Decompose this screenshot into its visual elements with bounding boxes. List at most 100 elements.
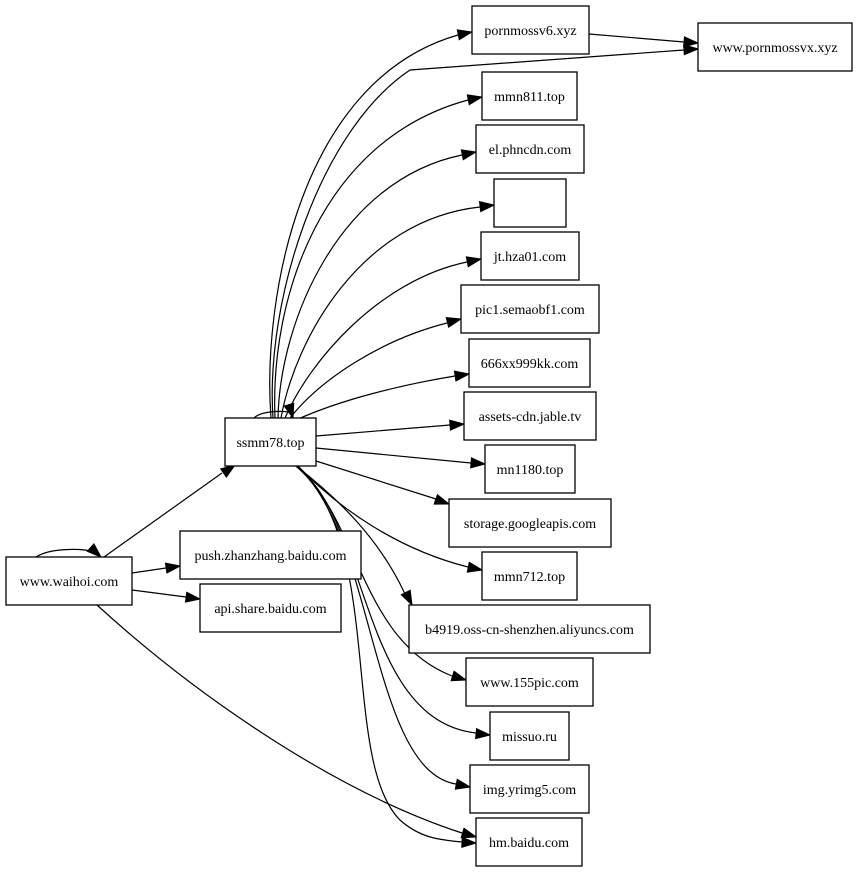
node-label: hm.baidu.com [489, 836, 569, 851]
node-box[interactable] [481, 551, 578, 601]
arrowhead-icon [465, 256, 483, 268]
node-box[interactable] [179, 530, 362, 580]
edge-waihoi-to-push [131, 562, 182, 574]
node-label: pornmossv6.xyz [484, 24, 576, 39]
edge-ssmm78-to-mmn712 [297, 465, 484, 573]
node-155pic[interactable]: www.155pic.com [465, 657, 594, 707]
edge-line [271, 49, 685, 419]
node-box[interactable] [475, 817, 583, 867]
node-box[interactable] [484, 444, 576, 494]
node-label: mmn811.top [494, 90, 565, 105]
node-box[interactable] [408, 604, 651, 654]
node-missuo[interactable]: missuo.ru [489, 711, 570, 761]
node-box[interactable] [481, 71, 578, 121]
edge-waihoi-to-waihoi [35, 543, 103, 558]
edge-line [289, 322, 448, 419]
node-label: www.155pic.com [480, 676, 579, 691]
edge-waihoi-to-hmbaidu [96, 604, 478, 839]
edge-line [274, 99, 469, 419]
edge-ssmm78-to-mmn811 [274, 94, 484, 419]
node-yrimg5[interactable]: img.yrimg5.com [469, 764, 590, 814]
node-box[interactable] [463, 391, 597, 441]
node-label: www.waihoi.com [20, 575, 119, 590]
arrowhead-icon [454, 778, 472, 790]
node-box[interactable] [493, 178, 567, 228]
node-label: mmn712.top [494, 570, 565, 585]
node-label: storage.googleapis.com [464, 517, 596, 532]
node-box[interactable] [475, 124, 585, 174]
node-666xx[interactable]: 666xx999kk.com [468, 338, 591, 388]
node-label: b4919.oss-cn-shenzhen.aliyuncs.com [425, 623, 634, 638]
node-box[interactable] [224, 417, 317, 467]
node-box[interactable] [448, 498, 612, 548]
nodes-layer: www.waihoi.com ssmm78.top push.zhanzhang.b… [5, 5, 853, 867]
node-label: missuo.ru [502, 730, 557, 745]
arrowhead-icon [456, 29, 474, 41]
arrowhead-icon [475, 727, 492, 740]
node-hza01[interactable]: jt.hza01.com [480, 231, 580, 281]
edge-line [295, 465, 406, 595]
node-label: api.share.baidu.com [214, 602, 326, 617]
edge-line [315, 460, 437, 500]
arrowhead-icon [683, 36, 700, 48]
node-waihoi[interactable]: www.waihoi.com [5, 556, 133, 606]
arrowhead-icon [219, 464, 237, 478]
arrowhead-icon [460, 149, 478, 161]
edge-line [131, 589, 187, 598]
node-hmbaidu[interactable]: hm.baidu.com [475, 817, 583, 867]
node-box[interactable] [697, 22, 853, 72]
edge-line [269, 34, 459, 419]
node-box[interactable] [460, 284, 600, 334]
node-apishare[interactable]: api.share.baidu.com [199, 583, 342, 633]
node-push[interactable]: push.zhanzhang.baidu.com [179, 530, 362, 580]
edge-ssmm78-to-blank [280, 201, 496, 419]
node-googleapis[interactable]: storage.googleapis.com [448, 498, 612, 548]
node-box[interactable] [471, 5, 590, 55]
arrowhead-icon [184, 591, 202, 603]
edge-waihoi-to-ssmm78 [103, 464, 237, 558]
edge-ssmm78-to-hza01 [284, 256, 483, 419]
node-box[interactable] [5, 556, 133, 606]
arrowhead-icon [445, 316, 463, 329]
edges-layer [35, 29, 700, 848]
node-label: ssmm78.top [236, 436, 304, 451]
node-mn1180[interactable]: mn1180.top [484, 444, 576, 494]
node-box[interactable] [469, 764, 590, 814]
node-pornmossvx[interactable]: www.pornmossvx.xyz [697, 22, 853, 72]
arrowhead-icon [453, 370, 471, 382]
arrowhead-icon [433, 493, 451, 505]
node-semaobf1[interactable]: pic1.semaobf1.com [460, 284, 600, 334]
node-label: el.phncdn.com [489, 143, 572, 158]
node-box[interactable] [480, 231, 580, 281]
node-blank[interactable] [493, 178, 567, 228]
node-box[interactable] [489, 711, 570, 761]
node-phncdn[interactable]: el.phncdn.com [475, 124, 585, 174]
node-aliyuncs[interactable]: b4919.oss-cn-shenzhen.aliyuncs.com [408, 604, 651, 654]
edge-line [315, 424, 451, 437]
edge-line [295, 465, 477, 734]
edge-line [295, 375, 456, 421]
node-ssmm78[interactable]: ssmm78.top [224, 417, 317, 467]
edge-line [588, 33, 685, 43]
edge-ssmm78-to-666xx [295, 370, 471, 421]
edge-ssmm78-to-semaobf1 [289, 316, 463, 419]
edge-ssmm78-to-pornmossv6 [269, 29, 474, 419]
node-label: pic1.semaobf1.com [475, 303, 585, 318]
node-label: 666xx999kk.com [481, 357, 579, 372]
node-box[interactable] [199, 583, 342, 633]
edge-line [96, 604, 463, 834]
arrowhead-icon [461, 836, 478, 848]
edge-ssmm78-to-missuo [295, 465, 492, 740]
node-box[interactable] [468, 338, 591, 388]
node-mmn712[interactable]: mmn712.top [481, 551, 578, 601]
node-label: mn1180.top [497, 463, 564, 478]
arrowhead-icon [449, 419, 466, 431]
arrowhead-icon [478, 201, 496, 213]
node-pornmossv6[interactable]: pornmossv6.xyz [471, 5, 590, 55]
node-box[interactable] [465, 657, 594, 707]
edge-line [103, 472, 223, 558]
node-mmn811[interactable]: mmn811.top [481, 71, 578, 121]
arrowhead-icon [460, 827, 478, 839]
node-jable[interactable]: assets-cdn.jable.tv [463, 391, 597, 441]
